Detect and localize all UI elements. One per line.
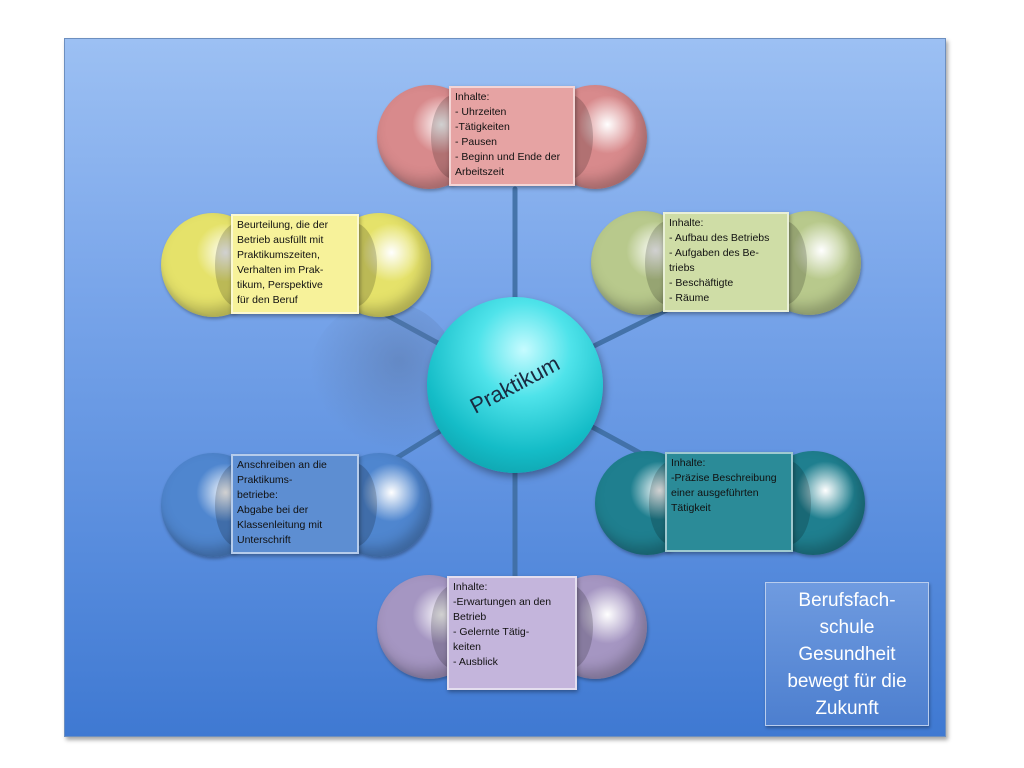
node-upper-left: Beurteilung, die der Betrieb ausfüllt mi…: [161, 213, 431, 317]
node-upper-right: Inhalte: - Aufbau des Betriebs - Aufgabe…: [591, 211, 861, 315]
node-lower-left-text: Anschreiben an die Praktikums- betriebe:…: [231, 454, 359, 554]
node-lower-left: Anschreiben an die Praktikums- betriebe:…: [161, 453, 431, 557]
node-upper-right-text: Inhalte: - Aufbau des Betriebs - Aufgabe…: [663, 212, 789, 312]
branding-box: Berufsfach- schule Gesundheit bewegt für…: [765, 582, 929, 726]
diagram-slide: Inhalte: - Uhrzeiten -Tätigkeiten - Paus…: [64, 38, 946, 737]
node-lower-right: Inhalte: -Präzise Beschreibung einer aus…: [595, 451, 865, 555]
node-lower-right-text: Inhalte: -Präzise Beschreibung einer aus…: [665, 452, 793, 552]
node-top: Inhalte: - Uhrzeiten -Tätigkeiten - Paus…: [377, 85, 647, 189]
node-upper-left-text: Beurteilung, die der Betrieb ausfüllt mi…: [231, 214, 359, 314]
node-bottom-text: Inhalte: -Erwartungen an den Betrieb - G…: [447, 576, 577, 690]
hub-label: Praktikum: [465, 350, 564, 419]
node-top-text: Inhalte: - Uhrzeiten -Tätigkeiten - Paus…: [449, 86, 575, 186]
hub-sphere: Praktikum: [427, 297, 603, 473]
node-bottom: Inhalte: -Erwartungen an den Betrieb - G…: [377, 575, 647, 690]
